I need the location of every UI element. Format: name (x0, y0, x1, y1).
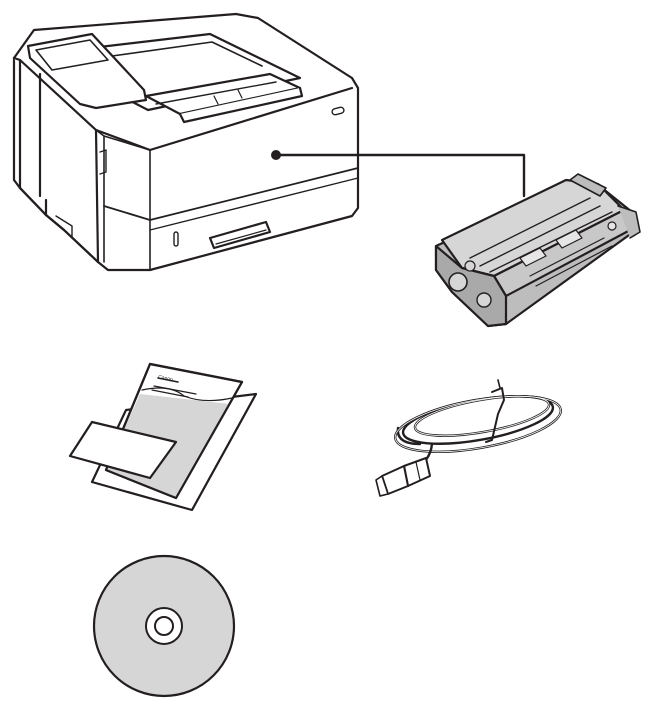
manual-logo: Canon (158, 374, 174, 383)
laser-printer-icon (12, 12, 360, 272)
cd-rom-icon (92, 554, 236, 698)
callout-line (271, 150, 526, 198)
toner-cartridge-icon (434, 173, 641, 328)
documents-icon: Canon (68, 362, 258, 512)
power-cord-icon (375, 379, 563, 497)
